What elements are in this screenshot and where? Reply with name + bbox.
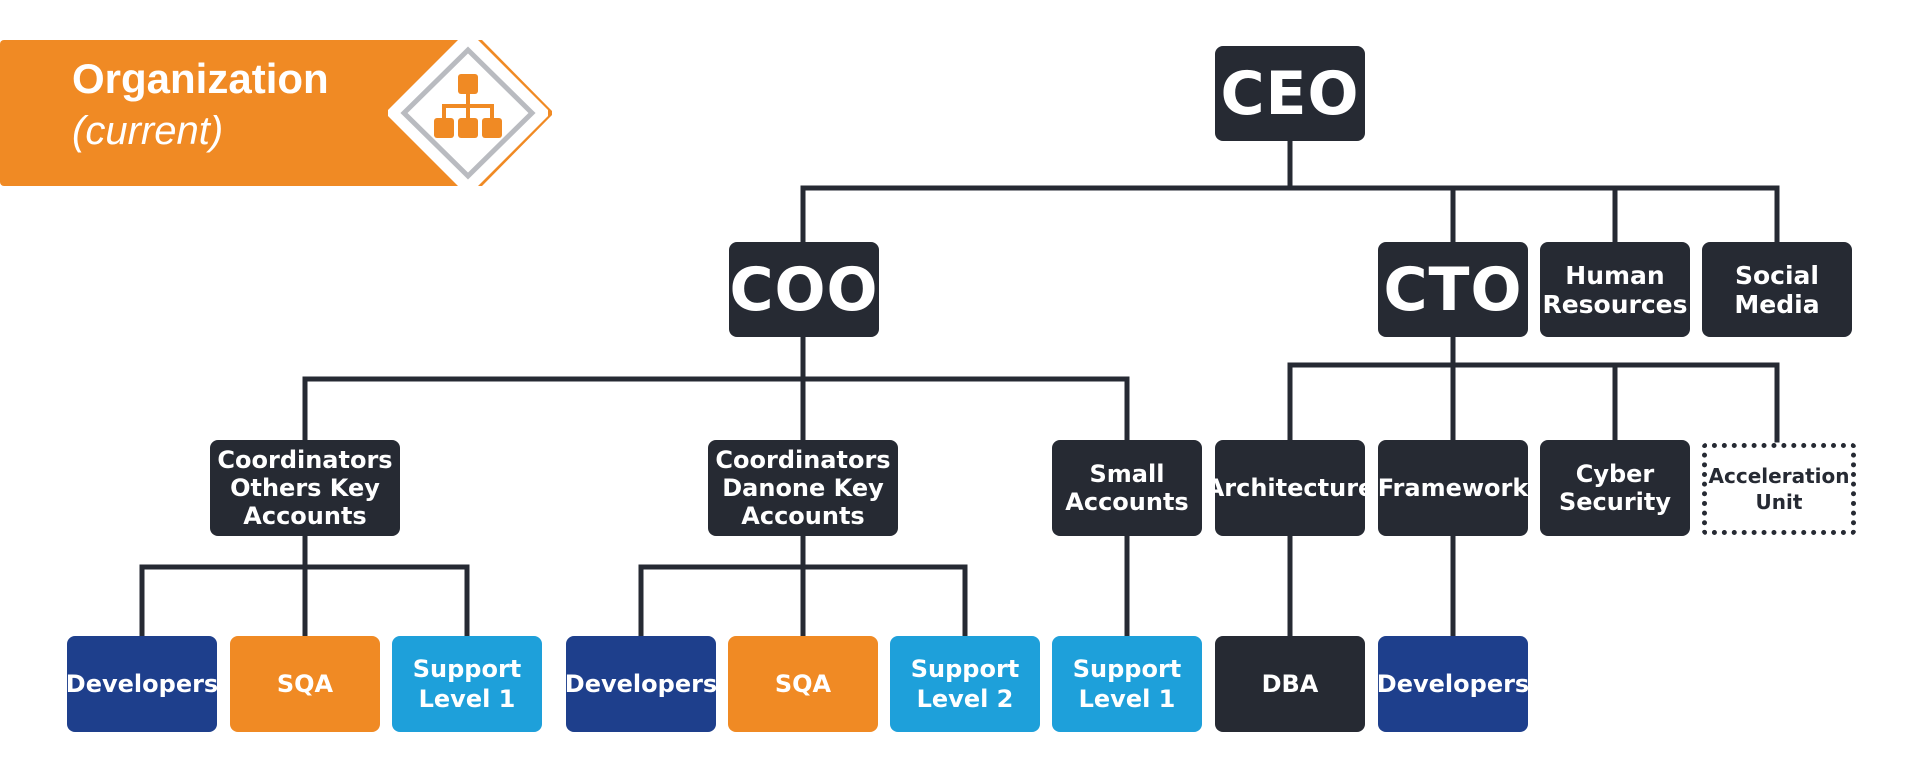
danone-sqa-node: SQA bbox=[728, 636, 878, 732]
danone-support-level-2-node: Support Level 2 bbox=[890, 636, 1040, 732]
coordinators-danone-key-accounts-node: Coordinators Danone Key Accounts bbox=[708, 440, 898, 536]
banner-subtitle: (current) bbox=[72, 109, 224, 153]
framework-node: Framework bbox=[1378, 440, 1528, 536]
org-chart-icon bbox=[434, 74, 502, 138]
dba-node: DBA bbox=[1215, 636, 1365, 732]
coordinators-others-key-accounts-node: Coordinators Others Key Accounts bbox=[210, 440, 400, 536]
cto-node: CTO bbox=[1378, 242, 1528, 337]
architecture-node: Architecture bbox=[1206, 440, 1374, 536]
human-resources-node: Human Resources bbox=[1540, 242, 1690, 337]
danone-developers-node: Developers bbox=[565, 636, 717, 732]
banner-title: Organization bbox=[72, 55, 329, 102]
cyber-security-node: Cyber Security bbox=[1540, 440, 1690, 536]
others-sqa-node: SQA bbox=[230, 636, 380, 732]
coo-node: COO bbox=[729, 242, 879, 337]
small-accounts-support-level-1-node: Support Level 1 bbox=[1052, 636, 1202, 732]
ceo-node: CEO bbox=[1215, 46, 1365, 141]
acceleration-unit-node: Acceleration Unit bbox=[1702, 443, 1856, 535]
social-media-node: Social Media bbox=[1702, 242, 1852, 337]
framework-developers-node: Developers bbox=[1377, 636, 1529, 732]
small-accounts-node: Small Accounts bbox=[1052, 440, 1202, 536]
others-developers-node: Developers bbox=[66, 636, 218, 732]
banner-icon-badge bbox=[382, 30, 552, 196]
others-support-level-1-node: Support Level 1 bbox=[392, 636, 542, 732]
